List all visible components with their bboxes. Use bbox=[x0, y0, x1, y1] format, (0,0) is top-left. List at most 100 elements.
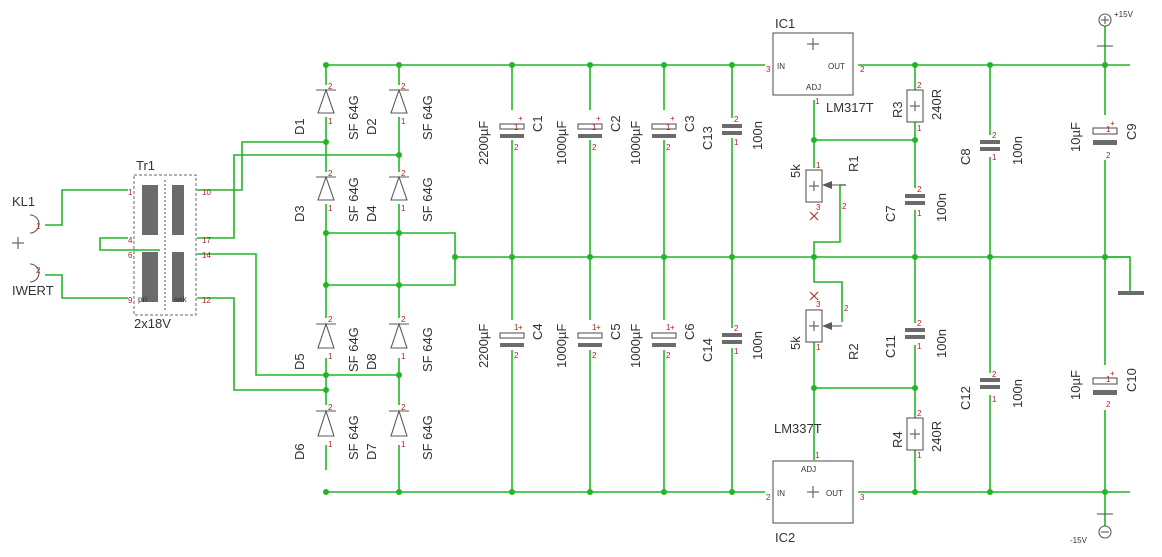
svg-text:C4: C4 bbox=[530, 323, 545, 340]
svg-text:C6: C6 bbox=[682, 323, 697, 340]
diode-d2: D2 SF 64G 2 1 bbox=[364, 82, 435, 140]
tr1-pin: 14 bbox=[202, 251, 211, 260]
svg-text:2: 2 bbox=[592, 351, 597, 360]
svg-text:2: 2 bbox=[917, 319, 922, 328]
svg-text:1: 1 bbox=[816, 161, 821, 170]
capacitor-c13: C13 100n 2 1 bbox=[700, 115, 765, 150]
svg-text:1: 1 bbox=[917, 451, 922, 460]
diode-d7: D7 SF 64G 2 1 bbox=[364, 403, 435, 460]
svg-text:2: 2 bbox=[917, 81, 922, 90]
svg-text:2: 2 bbox=[1106, 400, 1111, 409]
svg-text:2: 2 bbox=[401, 315, 406, 324]
tr1-name: Tr1 bbox=[136, 158, 155, 173]
capacitor-c5: + 1000µF C5 1 2 bbox=[554, 320, 623, 368]
svg-text:2: 2 bbox=[592, 143, 597, 152]
svg-text:100n: 100n bbox=[750, 331, 765, 360]
svg-text:D6: D6 bbox=[292, 443, 307, 460]
svg-text:2: 2 bbox=[917, 185, 922, 194]
svg-text:1000µF: 1000µF bbox=[554, 121, 569, 165]
svg-text:1: 1 bbox=[734, 347, 739, 356]
svg-text:3: 3 bbox=[816, 300, 821, 309]
regulator-ic2: IC2 LM337T IN OUT ADJ 2 3 1 bbox=[766, 421, 865, 545]
svg-text:100n: 100n bbox=[934, 329, 949, 358]
kl1-name: KL1 bbox=[12, 194, 35, 209]
svg-text:C7: C7 bbox=[883, 205, 898, 222]
diodes: D1 SF 64G 2 1 D2 SF 64G 2 1 D3 SF 64G 2 … bbox=[292, 82, 435, 460]
svg-text:1: 1 bbox=[917, 209, 922, 218]
svg-text:+: + bbox=[518, 114, 523, 123]
svg-text:D8: D8 bbox=[364, 353, 379, 370]
svg-text:1: 1 bbox=[666, 323, 671, 332]
svg-text:1: 1 bbox=[401, 204, 406, 213]
transformer-tr1: Tr1 2x18V pri sek 1 4 6 9 10 17 14 12 bbox=[128, 158, 211, 331]
svg-text:10µF: 10µF bbox=[1068, 370, 1083, 400]
svg-text:SF 64G: SF 64G bbox=[346, 415, 361, 460]
kl1-pin: 2 bbox=[36, 266, 41, 275]
svg-text:1000µF: 1000µF bbox=[628, 324, 643, 368]
svg-text:IN: IN bbox=[777, 489, 785, 498]
svg-text:R1: R1 bbox=[846, 155, 861, 172]
supply-positive: +15V bbox=[1097, 10, 1134, 47]
svg-text:2: 2 bbox=[766, 493, 771, 502]
tr1-pin: 12 bbox=[202, 296, 211, 305]
svg-text:2: 2 bbox=[842, 202, 847, 211]
svg-text:C10: C10 bbox=[1124, 368, 1139, 392]
svg-text:1: 1 bbox=[514, 323, 519, 332]
svg-text:C9: C9 bbox=[1124, 123, 1139, 140]
resistors: R3 240R 2 1 R4 240R 2 1 5k R1 1 3 2 bbox=[788, 81, 944, 460]
svg-text:LM337T: LM337T bbox=[774, 421, 822, 436]
capacitor-c10: + 10µF C10 1 2 bbox=[1068, 365, 1139, 410]
svg-text:IN: IN bbox=[777, 62, 785, 71]
svg-text:1: 1 bbox=[815, 97, 820, 106]
svg-text:ADJ: ADJ bbox=[801, 465, 816, 474]
svg-text:1: 1 bbox=[401, 440, 406, 449]
svg-text:3: 3 bbox=[766, 65, 771, 74]
tr1-pin: 10 bbox=[202, 188, 211, 197]
svg-text:2: 2 bbox=[666, 351, 671, 360]
svg-text:LM317T: LM317T bbox=[826, 100, 874, 115]
svg-text:IC1: IC1 bbox=[775, 16, 795, 31]
capacitor-c12: C12 100n 2 1 bbox=[958, 370, 1025, 410]
svg-text:5k: 5k bbox=[788, 164, 803, 178]
tr1-value: 2x18V bbox=[134, 316, 171, 331]
diode-d8: D8 SF 64G 2 1 bbox=[364, 315, 435, 372]
svg-text:2: 2 bbox=[844, 304, 849, 313]
svg-text:2: 2 bbox=[328, 403, 333, 412]
diode-d4: D4 SF 64G 2 1 bbox=[364, 169, 435, 222]
capacitor-c2: + 1000µF C2 1 2 bbox=[554, 110, 623, 165]
capacitor-c4: + 2200µF C4 1 2 bbox=[476, 320, 545, 368]
svg-text:1: 1 bbox=[815, 451, 820, 460]
svg-text:D5: D5 bbox=[292, 353, 307, 370]
svg-text:2: 2 bbox=[328, 315, 333, 324]
tr1-sec-label: sek bbox=[174, 295, 187, 304]
svg-text:1: 1 bbox=[328, 117, 333, 126]
svg-text:D3: D3 bbox=[292, 205, 307, 222]
svg-text:2: 2 bbox=[992, 131, 997, 140]
svg-text:C13: C13 bbox=[700, 126, 715, 150]
svg-text:1: 1 bbox=[816, 343, 821, 352]
svg-text:1: 1 bbox=[917, 342, 922, 351]
svg-text:D4: D4 bbox=[364, 205, 379, 222]
svg-text:2: 2 bbox=[734, 324, 739, 333]
svg-text:2: 2 bbox=[1106, 151, 1111, 160]
svg-text:1: 1 bbox=[401, 117, 406, 126]
svg-text:2200µF: 2200µF bbox=[476, 121, 491, 165]
svg-text:OUT: OUT bbox=[826, 489, 843, 498]
svg-text:+: + bbox=[670, 323, 675, 332]
svg-text:C12: C12 bbox=[958, 386, 973, 410]
svg-text:1: 1 bbox=[592, 323, 597, 332]
svg-text:1: 1 bbox=[328, 204, 333, 213]
svg-text:5k: 5k bbox=[788, 336, 803, 350]
svg-text:240R: 240R bbox=[929, 89, 944, 120]
svg-text:1: 1 bbox=[328, 352, 333, 361]
tr1-pin: 6 bbox=[128, 251, 133, 260]
resistor-r3: R3 240R 2 1 bbox=[890, 81, 944, 133]
svg-text:+15V: +15V bbox=[1114, 10, 1134, 19]
tr1-prim-label: pri bbox=[138, 295, 147, 304]
diode-d5: D5 SF 64G 2 1 bbox=[292, 315, 361, 372]
svg-text:SF 64G: SF 64G bbox=[346, 95, 361, 140]
potentiometer-r2: 5k R2 3 1 2 bbox=[788, 291, 861, 360]
svg-text:C2: C2 bbox=[608, 115, 623, 132]
svg-text:C5: C5 bbox=[608, 323, 623, 340]
